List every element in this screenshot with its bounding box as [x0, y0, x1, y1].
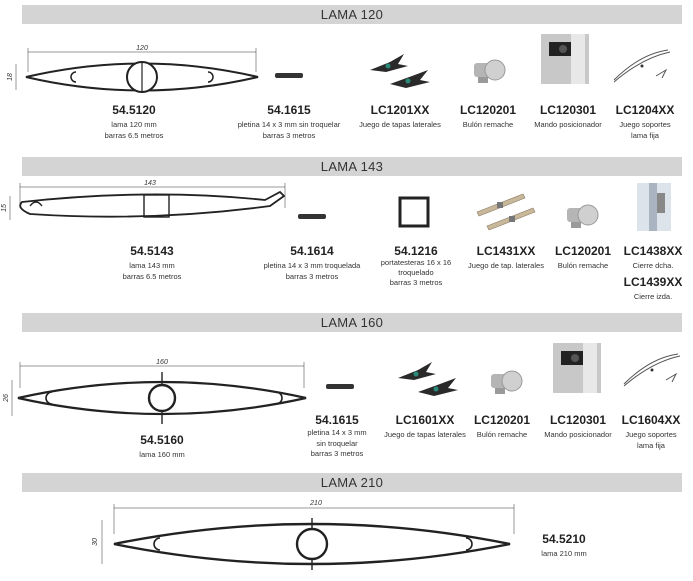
pletina-54-1614-image	[298, 214, 326, 219]
product-code: LC120201	[473, 413, 531, 427]
product-description: Mando posicionador	[544, 430, 612, 439]
product-code: 54.5210	[542, 532, 586, 546]
lama-160-height-label: 26	[3, 394, 10, 403]
product-description: lama 160 mm	[139, 450, 185, 459]
section-header-lama-210: LAMA 210	[22, 473, 682, 492]
product-code: 54.1615	[267, 103, 311, 117]
product-code: 54.5160	[140, 433, 184, 447]
lama-143-profile-drawing: 143 15	[1, 180, 286, 220]
lama-143-height-label: 15	[1, 204, 8, 212]
product-code: LC1601XX	[395, 413, 455, 427]
lama-210-width-label: 210	[309, 500, 322, 507]
product-code: 54.5120	[112, 103, 156, 117]
product-code: LC1604XX	[621, 413, 681, 427]
lama-210-height-label: 30	[92, 538, 99, 546]
tapas-laterales-lc1601xx-image	[398, 362, 458, 396]
product-description: Juego de tap. laterales	[468, 261, 544, 270]
product-description: Cierre izda.	[633, 292, 673, 301]
product-code: 54.1615	[315, 413, 359, 427]
tapas-laterales-lc1201xx-image	[370, 54, 430, 88]
lama-120-height-label: 18	[7, 73, 14, 81]
product-code: LC1439XX	[623, 275, 683, 289]
product-code: LC1431XX	[476, 244, 536, 258]
lama-143-width-label: 143	[144, 180, 156, 187]
product-code: LC120301	[549, 413, 607, 427]
product-description: Juego de tapas laterales	[359, 120, 441, 129]
product-code: 54.1216	[394, 244, 438, 258]
lama-160-width-label: 160	[156, 359, 168, 366]
bulon-remache-lc120201-image	[474, 59, 506, 83]
product-code: 54.1614	[290, 244, 334, 258]
mando-posicionador-lc120301-image	[553, 343, 601, 393]
pletina-54-1615-image	[326, 384, 354, 389]
tapas-laterales-lc1431xx-image	[476, 193, 536, 231]
section-header-lama-160: LAMA 160	[22, 313, 682, 332]
product-code: LC120301	[539, 103, 597, 117]
bulon-remache-lc120201-image	[491, 370, 523, 394]
lama-210-profile-drawing: 210 30	[92, 500, 515, 570]
product-code: LC1201XX	[370, 103, 430, 117]
product-code: 54.5143	[130, 244, 174, 258]
product-description: Juego de tapas laterales	[384, 430, 466, 439]
product-description: Bulón remache	[476, 430, 528, 439]
pletina-54-1615-image	[275, 73, 303, 78]
product-description: Bulón remache	[462, 120, 514, 129]
product-description: Cierre dcha.	[632, 261, 674, 270]
mando-posicionador-lc120301-image	[541, 34, 589, 84]
lama-120-width-label: 120	[136, 45, 148, 52]
product-code: LC120201	[554, 244, 612, 258]
product-code: LC1438XX	[623, 244, 683, 258]
lama-120-profile-drawing: 120 18	[7, 45, 259, 93]
section-header-lama-143: LAMA 143	[22, 157, 682, 176]
portatesteras-54-1216-image	[398, 196, 430, 228]
product-code: LC120201	[459, 103, 517, 117]
product-description: lama 210 mm	[541, 549, 587, 558]
bulon-remache-lc120201-image	[567, 204, 599, 228]
lama-160-profile-drawing: 160 26	[3, 359, 307, 424]
product-description: Mando posicionador	[534, 120, 602, 129]
product-description: Bulón remache	[557, 261, 609, 270]
product-code: LC1204XX	[615, 103, 675, 117]
soportes-lama-fija-lc1604xx-image	[623, 353, 681, 387]
soportes-lama-fija-lc1204xx-image	[613, 49, 671, 83]
cierre-lc1438xx-image	[637, 183, 671, 231]
section-header-lama-120: LAMA 120	[22, 5, 682, 24]
